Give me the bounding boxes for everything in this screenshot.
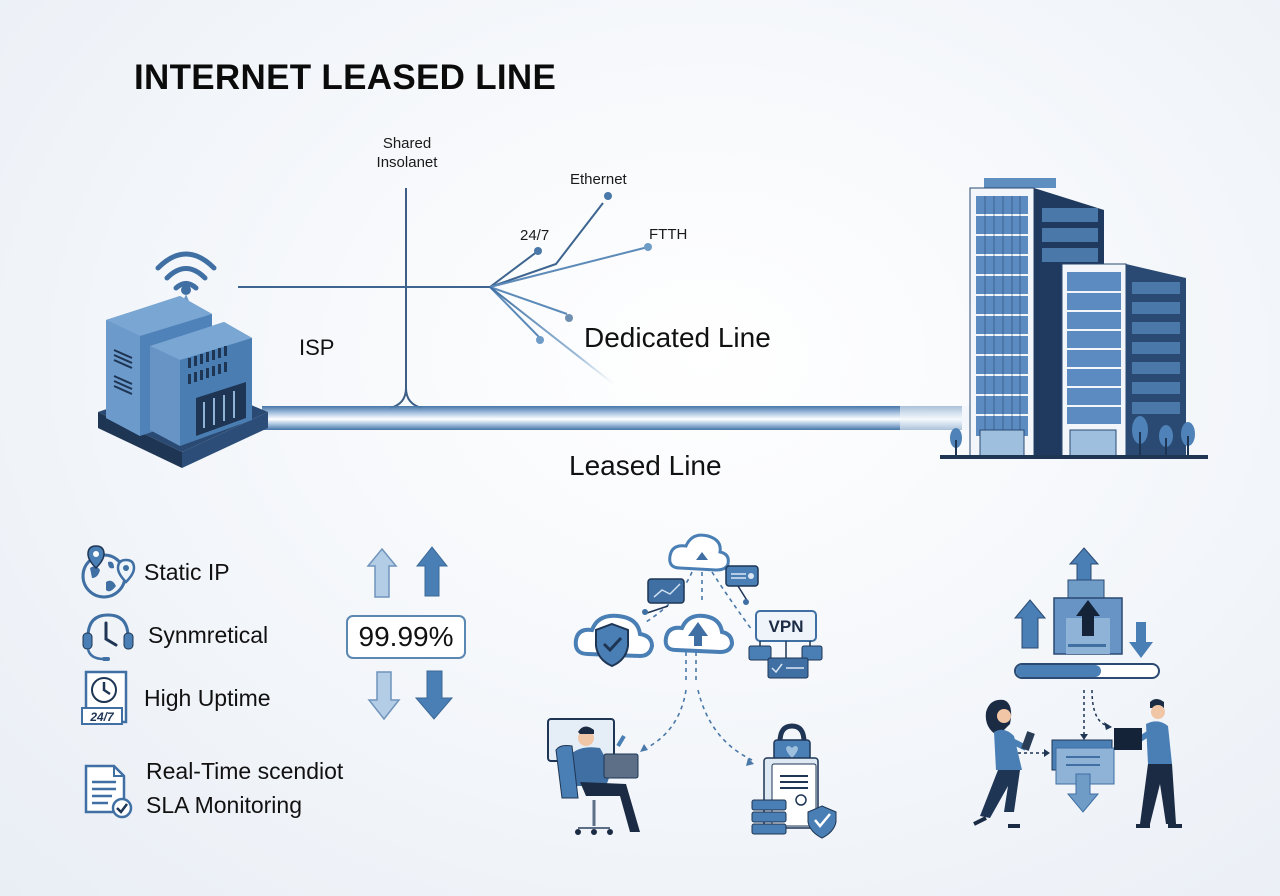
fan-endpoints <box>534 192 652 344</box>
transfer-scene <box>973 547 1182 828</box>
isp-building-icon <box>98 251 268 468</box>
feature-label: High Uptime <box>144 685 271 711</box>
ethernet-label: Ethernet <box>570 171 627 188</box>
feature-sla-monitoring: Real-Time scendiot SLA Monitoring <box>78 756 343 820</box>
leased-line-tube <box>262 406 970 430</box>
feature-label-line1: Real-Time scendiot <box>146 758 344 784</box>
24-7-label: 24/7 <box>520 227 550 244</box>
shared-insolanet-label: Shared Insolanet <box>376 135 438 171</box>
isp-label: ISP <box>299 335 335 360</box>
arrow-down-dark-icon <box>414 670 454 720</box>
progress-bar <box>1014 663 1160 679</box>
feature-symmetrical: Synmretical <box>78 605 268 665</box>
arrow-up-light-icon <box>366 547 398 598</box>
feature-static-ip: Static IP <box>78 542 230 602</box>
office-buildings-icon <box>940 178 1208 459</box>
arrow-down-light-icon <box>367 671 401 721</box>
globe-location-icon <box>81 545 136 599</box>
leased-line-label: Leased Line <box>569 450 722 481</box>
tree-icons <box>950 416 1195 456</box>
vpn-label: VPN <box>769 617 804 636</box>
man-laptop-icon <box>1114 699 1182 828</box>
cloud-cluster: VPN <box>547 533 837 839</box>
woman-tablet-icon <box>973 699 1035 828</box>
endpoint-ftth <box>644 243 652 251</box>
wifi-icon <box>155 251 217 291</box>
endpoint-dedicated-1 <box>565 314 573 322</box>
progress-fill <box>1016 665 1101 677</box>
arrow-down-icon <box>1129 622 1153 658</box>
endpoint-ethernet <box>604 192 612 200</box>
chart-card-icon <box>647 578 685 604</box>
feature-label-line2: SLA Monitoring <box>146 792 302 818</box>
uptime-arrows <box>366 546 454 721</box>
endpoint-dedicated-2 <box>536 336 544 344</box>
download-card-icon <box>1051 739 1115 813</box>
endpoint-24-7 <box>534 247 542 255</box>
shield-check-icon <box>595 622 629 668</box>
calendar-24-7-icon: 24/7 <box>81 670 128 725</box>
headset-clock-icon <box>82 613 134 661</box>
fan-lines <box>489 202 750 386</box>
svg-text:24/7: 24/7 <box>89 710 115 724</box>
arrow-up-icon <box>1013 599 1047 649</box>
shared-line <box>389 188 423 409</box>
feature-high-uptime: 24/7 High Uptime <box>78 668 271 728</box>
person-laptop-icon <box>547 718 640 835</box>
feature-label: Static IP <box>144 559 230 585</box>
cloud-top-icon <box>668 533 730 572</box>
upload-box-icon <box>1053 547 1123 655</box>
feature-label: Synmretical <box>148 622 269 648</box>
locked-document-icon <box>751 723 837 839</box>
page-title: INTERNET LEASED LINE <box>134 58 557 97</box>
ftth-label: FTTH <box>649 226 688 243</box>
document-check-icon <box>84 764 133 819</box>
uptime-value: 99.99% <box>346 615 466 659</box>
feature-label-group: Real-Time scendiot SLA Monitoring <box>146 756 343 820</box>
settings-card-icon <box>725 565 759 587</box>
arrow-up-dark-icon <box>415 546 449 597</box>
dedicated-line-label: Dedicated Line <box>584 322 771 353</box>
